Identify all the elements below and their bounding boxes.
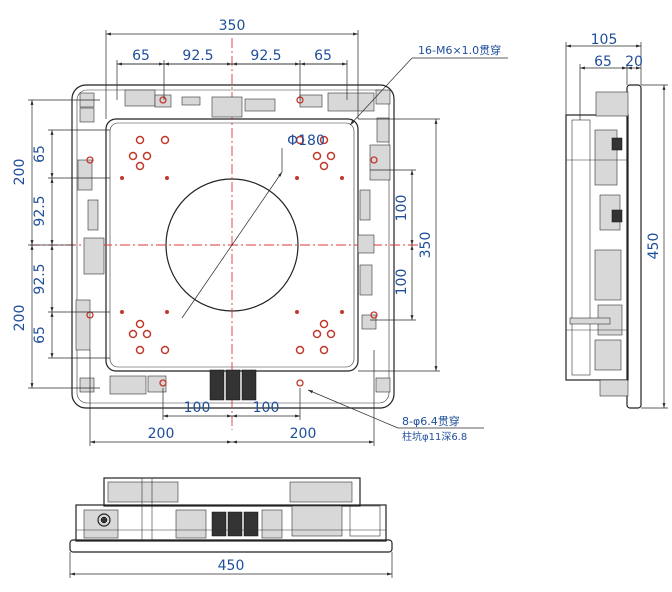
front-body <box>75 504 387 542</box>
side-dim-105: 105 <box>591 32 618 48</box>
dim-65-top: 65 <box>32 145 48 163</box>
top-outer-plate <box>71 84 395 409</box>
dim-200-left-bottom: 200 <box>148 426 175 442</box>
dim-350-right: 350 <box>418 232 434 259</box>
dim-92-5-right: 92.5 <box>250 48 281 64</box>
dim-65-left: 65 <box>132 48 150 64</box>
dim-200-right-bottom: 200 <box>290 426 317 442</box>
dim-100-right-bottom: 100 <box>253 400 280 416</box>
front-base-plate <box>69 539 393 553</box>
dim-92-5-bottom: 92.5 <box>32 263 48 294</box>
hole-callout-1: 8-φ6.4贯穿 <box>402 414 460 428</box>
side-dim-65: 65 <box>594 54 612 70</box>
side-dim-20: 20 <box>625 54 643 70</box>
dim-92-5-top: 92.5 <box>32 195 48 226</box>
dim-65-right: 65 <box>314 48 332 64</box>
thread-callout: 16-M6×1.0贯穿 <box>418 43 501 57</box>
dim-100-left-bottom: 100 <box>184 400 211 416</box>
side-view: 105 65 20 450 <box>565 32 668 409</box>
bore-diameter: Φ180 <box>287 133 325 149</box>
dim-200-top: 200 <box>12 159 28 186</box>
dim-200-bottom: 200 <box>12 305 28 332</box>
front-view: 450 <box>69 477 393 578</box>
table-mount-holes <box>86 96 378 387</box>
top-inner-border <box>76 89 390 404</box>
front-dim-450: 450 <box>218 558 245 574</box>
front-top-plate <box>103 477 361 507</box>
side-dim-450: 450 <box>646 233 662 260</box>
dim-65-bottom: 65 <box>32 326 48 344</box>
dim-92-5-left: 92.5 <box>182 48 213 64</box>
side-base-plate <box>626 84 642 409</box>
top-view: 350 65 92.5 92.5 65 16-M6×1.0贯穿 200 200 <box>12 18 508 446</box>
hole-callout-2: 柱坑φ11深6.8 <box>402 430 467 443</box>
dim-100-top-right: 100 <box>394 195 410 222</box>
dim-100-bottom-right: 100 <box>394 269 410 296</box>
dim-overall-width: 350 <box>219 18 246 34</box>
